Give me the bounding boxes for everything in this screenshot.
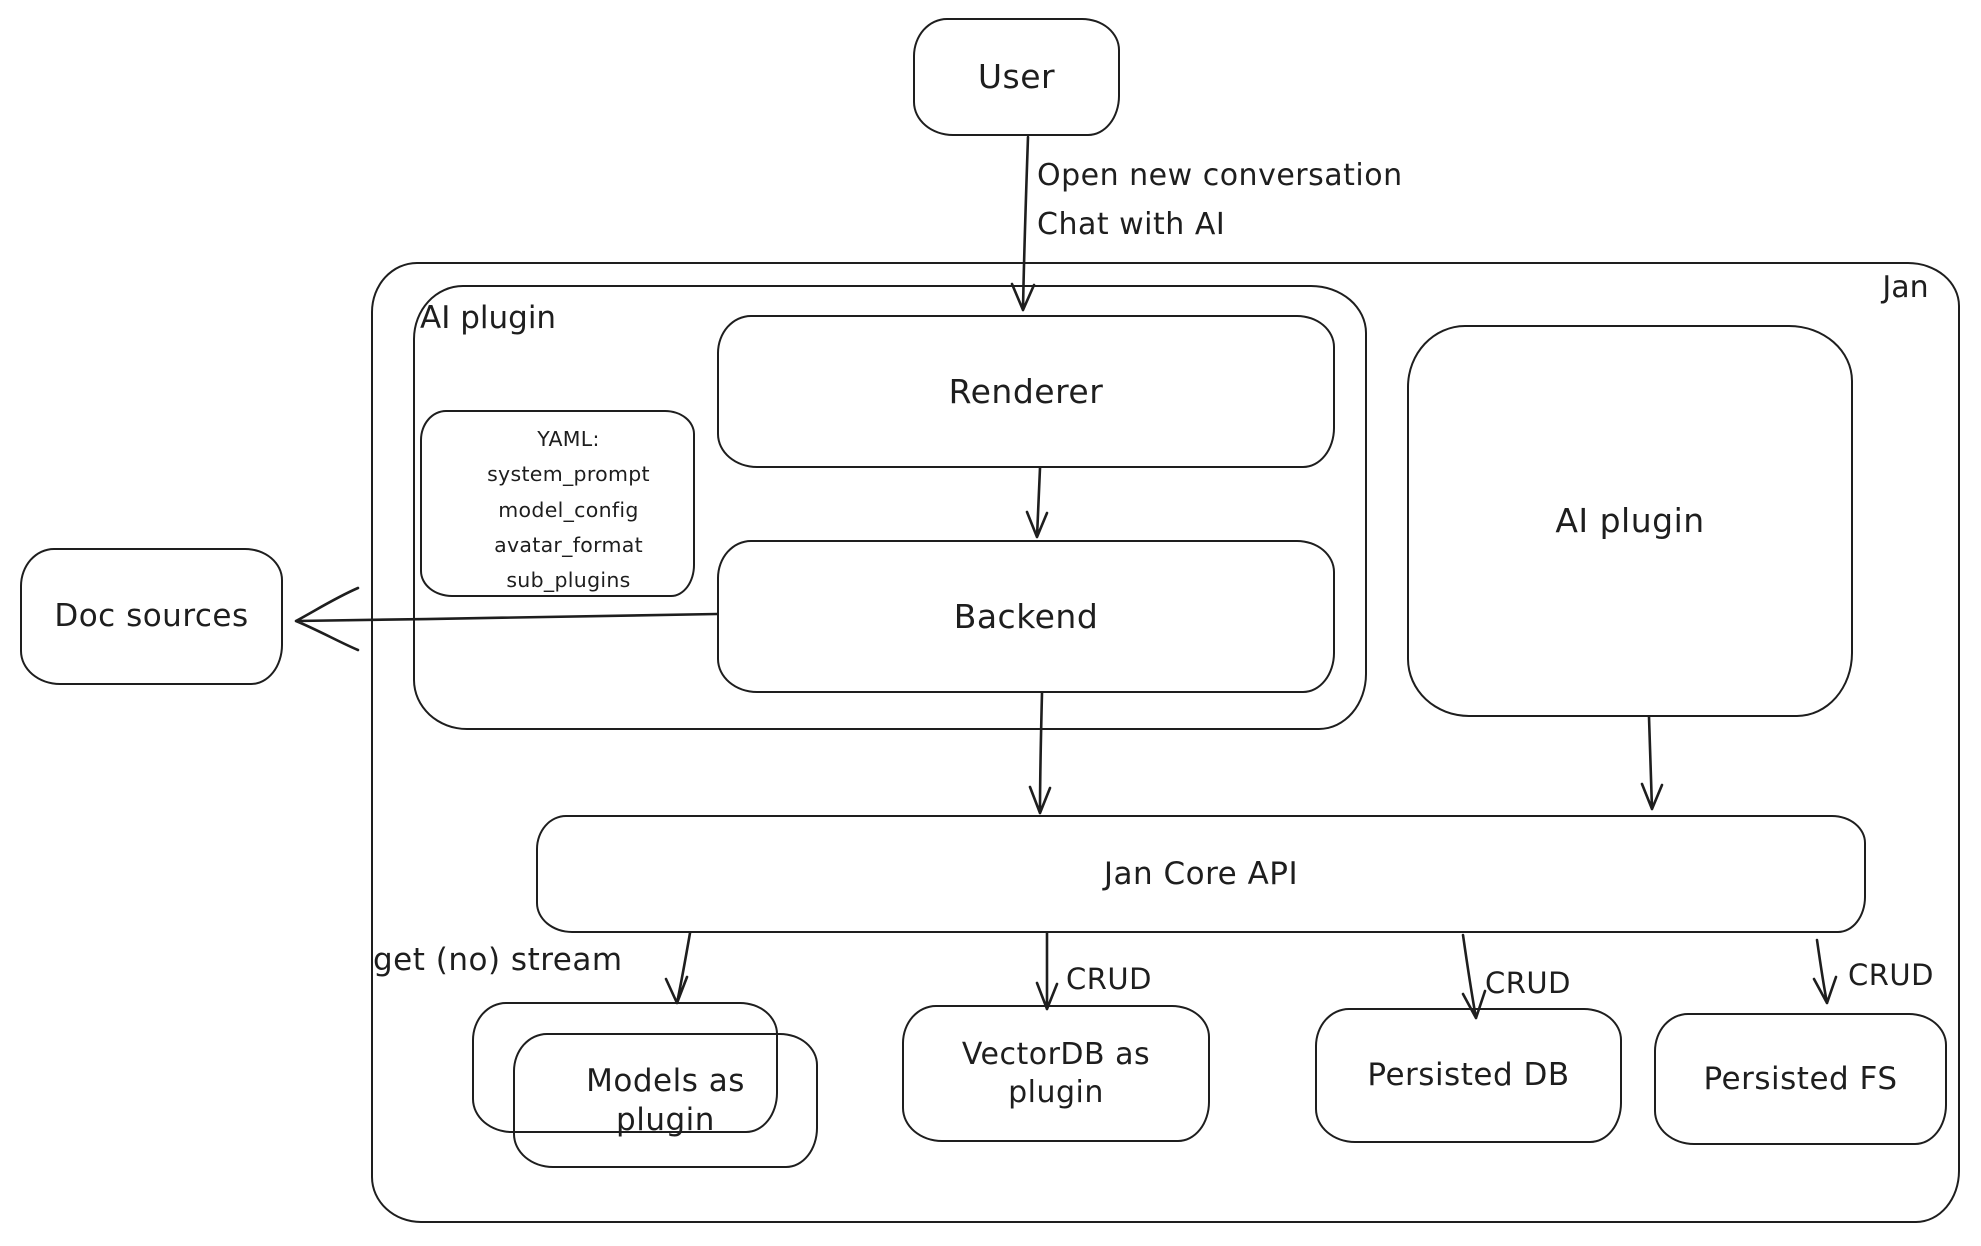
edge-label-open-conversation-line2: Chat with AI — [1037, 206, 1226, 242]
ai-plugin-box: AI plugin — [1407, 325, 1853, 717]
doc-sources-label: Doc sources — [54, 598, 249, 635]
persisted-db-label: Persisted DB — [1367, 1057, 1570, 1094]
doc-sources-box: Doc sources — [20, 548, 283, 685]
persisted-db-box: Persisted DB — [1315, 1008, 1622, 1143]
arrow-renderer-to-backend — [1025, 466, 1049, 539]
yaml-line-3: model_config — [498, 497, 639, 522]
jan-core-api-box: Jan Core API — [536, 815, 1866, 933]
backend-label: Backend — [953, 596, 1099, 636]
yaml-note: YAML: system_prompt model_config avatar_… — [420, 410, 695, 597]
arrow-backend-to-doc-sources — [294, 586, 719, 652]
models-plugin-back-box — [472, 1002, 778, 1133]
arrow-jan-core-to-models — [664, 931, 692, 1005]
persisted-fs-box: Persisted FS — [1654, 1013, 1947, 1145]
vectordb-box: VectorDB as plugin — [902, 1005, 1210, 1142]
jan-container — [371, 262, 1960, 1223]
yaml-line-2: system_prompt — [487, 462, 650, 487]
edge-label-open-conversation: Open new conversation Chat with AI — [1037, 152, 1403, 249]
edge-label-crud-persisted-fs: CRUD — [1848, 958, 1934, 992]
user-box: User — [913, 18, 1120, 136]
edge-label-crud-persisted-db: CRUD — [1485, 966, 1571, 1000]
renderer-box: Renderer — [717, 315, 1335, 468]
yaml-line-1: YAML: — [537, 427, 600, 451]
edge-label-crud-vectordb: CRUD — [1066, 962, 1152, 996]
jan-core-api-label: Jan Core API — [1103, 855, 1299, 892]
yaml-line-5: sub_plugins — [506, 568, 631, 592]
arrow-user-to-renderer — [1010, 135, 1036, 312]
models-plugin-box: Models as plugin — [513, 1033, 818, 1168]
ai-plugin-container — [413, 285, 1367, 730]
edge-label-get-no-stream: get (no) stream — [373, 942, 623, 978]
arrow-ai-plugin-to-jan-core — [1640, 715, 1664, 811]
yaml-line-4: avatar_format — [494, 532, 643, 557]
arrow-jan-core-to-vectordb — [1035, 931, 1059, 1011]
edge-label-open-conversation-line1: Open new conversation — [1037, 158, 1403, 193]
ai-plugin-box-label: AI plugin — [1555, 501, 1705, 541]
vectordb-label: VectorDB as plugin — [961, 1037, 1151, 1110]
user-label: User — [977, 57, 1056, 97]
jan-label: Jan — [1882, 270, 1929, 305]
ai-plugin-container-label: AI plugin — [420, 300, 557, 336]
backend-box: Backend — [717, 540, 1335, 693]
persisted-fs-label: Persisted FS — [1703, 1060, 1898, 1097]
arrow-jan-core-to-persisted-fs — [1812, 938, 1838, 1005]
renderer-label: Renderer — [948, 371, 1104, 411]
arrow-backend-to-jan-core — [1028, 691, 1052, 815]
models-plugin-label: Models as plugin — [586, 1062, 745, 1138]
